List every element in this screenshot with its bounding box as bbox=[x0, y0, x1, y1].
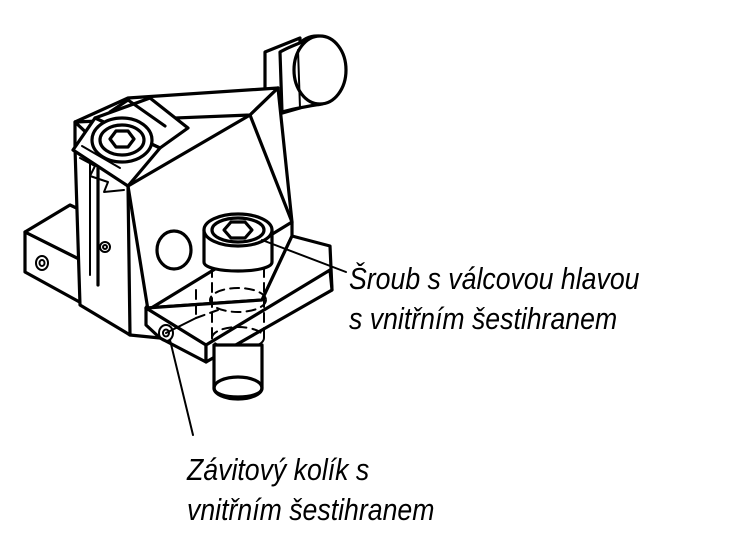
callout-set-screw: Závitový kolík s vnitřním šestihranem bbox=[187, 450, 434, 530]
cap-screw bbox=[195, 212, 274, 401]
callout-cap-screw-line-1: Šroub s válcovou hlavou bbox=[349, 261, 640, 296]
leader-lines bbox=[165, 239, 347, 436]
base-plate bbox=[128, 234, 334, 364]
top-slot bbox=[71, 96, 190, 193]
callout-cap-screw-line-2: s vnitřním šestihranem bbox=[349, 301, 618, 336]
callout-cap-screw: Šroub s válcovou hlavou s vnitřním šesti… bbox=[349, 259, 639, 339]
callout-set-screw-line-2: vnitřním šestihranem bbox=[187, 492, 435, 527]
callout-set-screw-line-1: Závitový kolík s bbox=[187, 452, 370, 487]
